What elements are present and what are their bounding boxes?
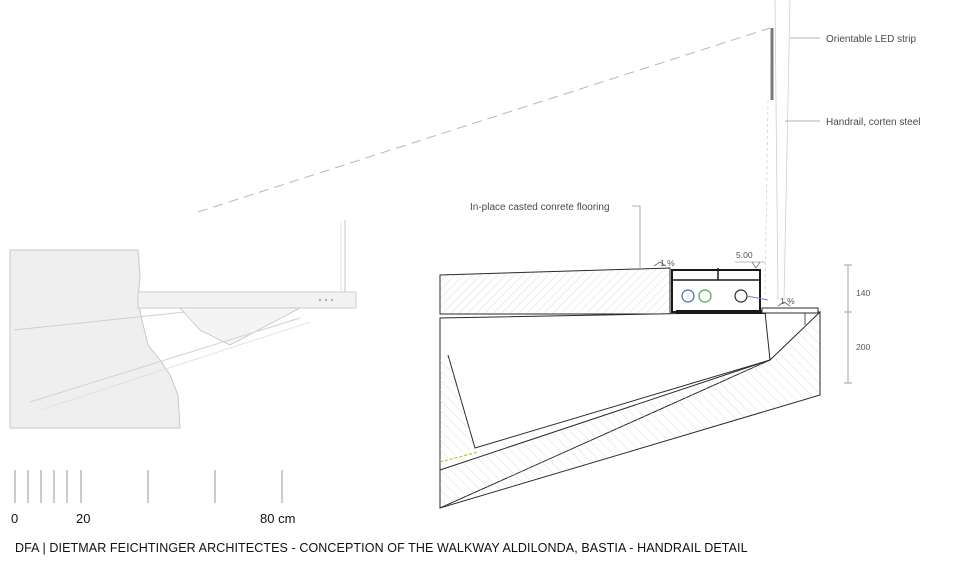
slope-left-label: 1 % — [660, 258, 675, 268]
scale-label-0: 0 — [11, 511, 18, 526]
light-beam-line — [197, 27, 771, 213]
led-strip-label: Orientable LED strip — [826, 34, 916, 45]
led-blue-circle — [681, 289, 695, 303]
slope-right-label: 1 % — [780, 296, 795, 306]
height-dimension — [844, 264, 852, 384]
handrail-post — [764, 0, 791, 301]
scale-label-80: 80 cm — [260, 511, 295, 526]
cross-section — [439, 267, 821, 509]
overview-section — [9, 220, 357, 429]
drawing-caption: DFA | DIETMAR FEICHTINGER ARCHITECTES - … — [15, 541, 748, 555]
led-green-circle — [698, 289, 712, 303]
scale-label-20: 20 — [76, 511, 90, 526]
height-bottom-label: 200 — [856, 342, 870, 352]
gap-dimension-label: 5.00 — [736, 250, 753, 260]
flooring-label: In-place casted conrete flooring — [470, 202, 610, 213]
handrail-label: Handrail, corten steel — [826, 117, 921, 128]
scale-bar — [14, 470, 283, 503]
height-top-label: 140 — [856, 288, 870, 298]
